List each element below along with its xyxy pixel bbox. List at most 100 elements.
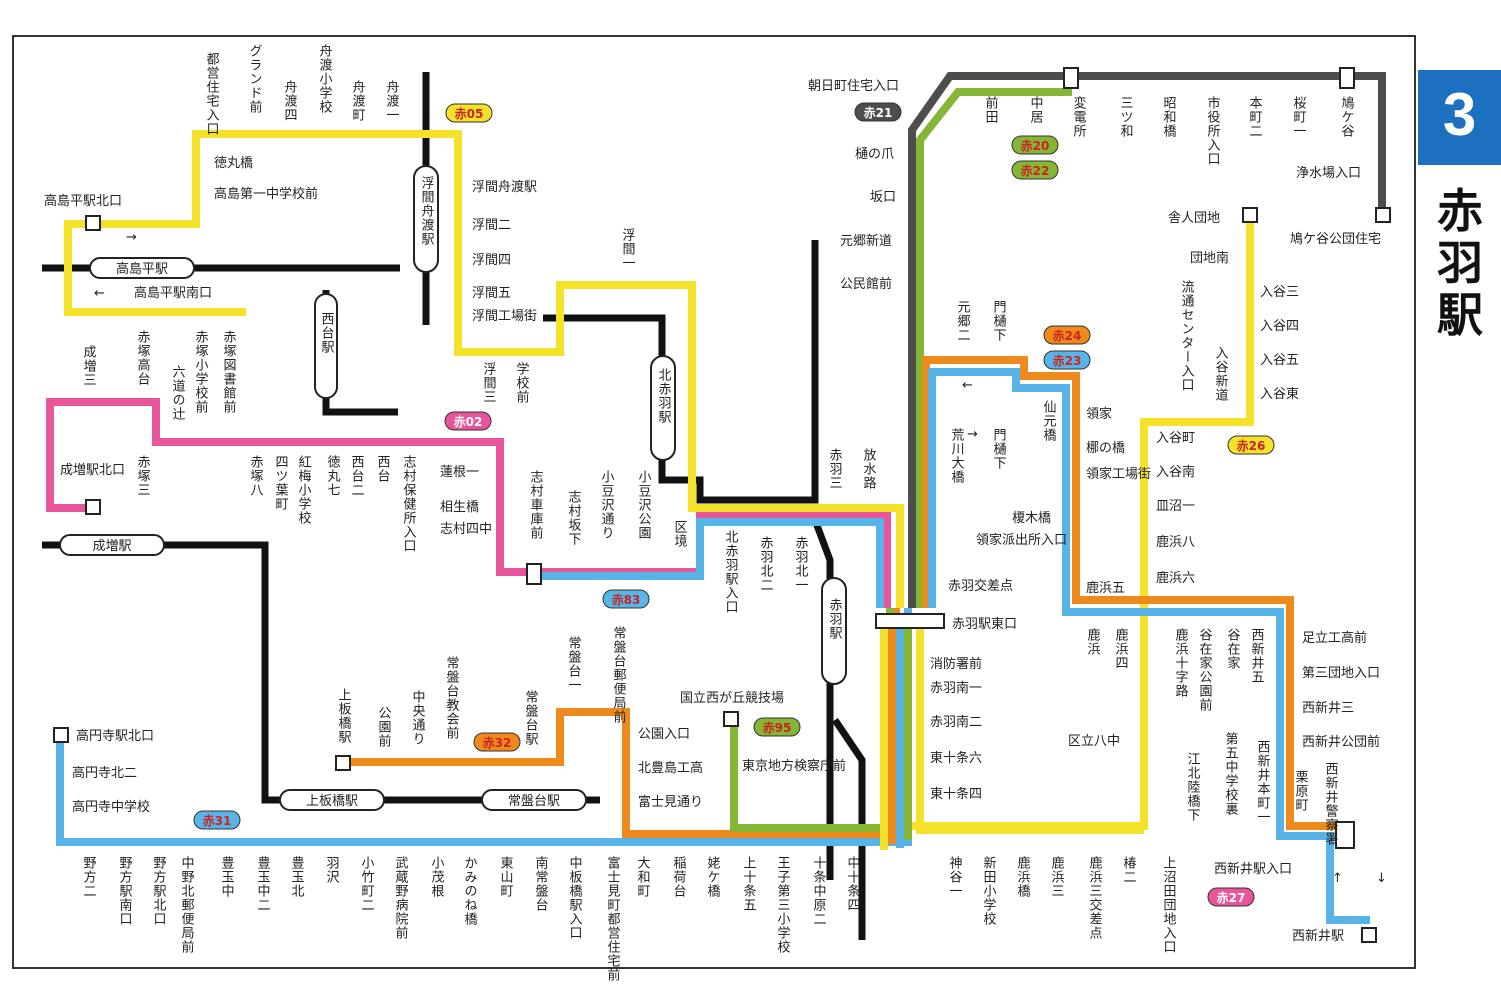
stop-ryutsu: 流通センター入口 <box>1179 280 1195 392</box>
akabane-east-bar <box>875 613 945 629</box>
stop-shoboshomae: 消防署前 <box>930 656 982 672</box>
badge-aka32: 赤32 <box>473 732 521 752</box>
stop-ojidaisan: 王子第三小学校 <box>775 856 791 954</box>
stop-azusawakoen: 小豆沢公園 <box>636 470 652 540</box>
stop-kotakecho2: 小竹町二 <box>359 856 375 912</box>
stop-monhikeshita2: 門樋下 <box>991 428 1007 470</box>
stop-kuriharacho: 栗原町 <box>1293 770 1309 812</box>
svg-text:赤31: 赤31 <box>203 813 232 828</box>
badge-aka20: 赤20 <box>1011 135 1059 155</box>
badge-aka27: 赤27 <box>1207 887 1255 907</box>
arrow-left-1: ← <box>94 286 105 301</box>
stop-asahicho: 朝日町住宅入口 <box>808 79 899 94</box>
stop-hinotsume: 樋の爪 <box>855 146 894 162</box>
stop-aioibashi: 相生橋 <box>440 500 479 515</box>
svg-text:赤22: 赤22 <box>1021 163 1050 178</box>
stop-toyotamakita: 豊玉北 <box>289 856 305 898</box>
stop-labels: 都営住宅入口 グランド前 舟渡四 舟渡小学校 舟渡町 舟渡一 徳丸橋 高島第一中… <box>44 44 1387 982</box>
badge-aka31: 赤31 <box>193 810 241 830</box>
stop-ukimakojo: 浮間工場街 <box>472 309 537 324</box>
stop-tsubaki2: 椿二 <box>1121 856 1137 884</box>
stop-koenjikita2: 高円寺北二 <box>72 765 137 781</box>
stop-hasune1: 蓮根一 <box>440 465 479 480</box>
arrow-right-2: → <box>967 427 978 442</box>
stop-tokiwadai1: 常盤台一 <box>566 636 582 692</box>
stop-takashimaminamiguchi: 高島平駅南口 <box>134 285 212 301</box>
stop-fujimicho: 富士見町都営住宅前 <box>605 855 621 982</box>
stop-miyajutaku: 都営住宅入口 <box>204 52 220 136</box>
stop-shikahamabashi: 鹿浜橋 <box>1015 855 1031 898</box>
arrow-right-1: → <box>126 230 137 245</box>
svg-text:西台駅: 西台駅 <box>319 312 335 354</box>
station-kamiitabashi[interactable]: 上板橋駅 <box>279 789 385 811</box>
stop-adachikoko: 足立工高前 <box>1302 630 1367 646</box>
svg-text:赤26: 赤26 <box>1237 438 1266 453</box>
stop-shikahamajuji: 鹿浜十字路 <box>1173 627 1189 698</box>
stop-nishiarai5: 西新井五 <box>1249 628 1265 684</box>
stop-minamitokiwadai: 南常盤台 <box>533 855 549 912</box>
stop-tokumaru7: 徳丸七 <box>325 455 341 497</box>
stop-tokumarubashi: 徳丸橋 <box>214 156 253 171</box>
stop-yazaike: 谷在家公園前 <box>1197 628 1213 712</box>
map-title: 赤羽駅 <box>1437 184 1483 342</box>
stop-shikahama: 鹿浜 <box>1085 627 1101 656</box>
map-frame <box>12 35 1416 969</box>
svg-text:赤02: 赤02 <box>454 414 483 429</box>
station-nishidai[interactable]: 西台駅 <box>314 293 338 399</box>
stop-chuodori: 中央通り <box>410 690 426 746</box>
stop-koenjichu: 高円寺中学校 <box>72 799 150 815</box>
stop-sakuramachi1: 桜町一 <box>1291 96 1307 138</box>
stop-josuijo: 浄水場入口 <box>1296 166 1361 181</box>
stop-kamijujo5: 上十条五 <box>741 856 757 912</box>
station-kitaakabane[interactable]: 北赤羽駅 <box>650 355 676 461</box>
stop-kobai: 紅梅小学校 <box>296 455 312 525</box>
stop-rokudo: 六道の辻 <box>170 365 186 421</box>
stop-koenmae: 公園前 <box>376 706 392 748</box>
station-narimasu[interactable]: 成増駅 <box>59 534 165 556</box>
stop-motogo2: 元郷二 <box>955 300 971 342</box>
stop-akatsuka3: 赤塚三 <box>135 455 151 497</box>
stop-shimura4: 志村四中 <box>440 522 492 537</box>
stop-monhikeshita: 門樋下 <box>991 300 1007 342</box>
stop-shimurasaka: 志村坂下 <box>566 490 582 546</box>
stop-koenjikitaguchi: 高円寺駅北口 <box>76 728 154 744</box>
station-ukimafunado[interactable]: 浮間舟渡駅 <box>413 165 439 273</box>
stop-nokataminami: 野方駅南口 <box>117 856 133 926</box>
stop-higashijujo6: 東十条六 <box>930 750 982 766</box>
stop-nokatakita: 野方駅北口 <box>151 856 167 926</box>
station-akabane[interactable]: 赤羽駅 <box>821 577 847 685</box>
stop-nishiaraihoncho1: 西新井本町一 <box>1255 740 1271 824</box>
stop-shintashogakko: 新田小学校 <box>981 855 997 926</box>
stop-kamiitabashistop: 上板橋駅 <box>336 688 352 744</box>
stop-akabane3: 赤羽三 <box>827 448 843 490</box>
station-takashimadaira[interactable]: 高島平駅 <box>89 257 195 279</box>
stop-ryokehashutsu: 領家派出所入口 <box>976 532 1067 548</box>
stop-hendensho: 変電所 <box>1071 95 1087 138</box>
stop-nakajujo4: 中十条四 <box>845 856 861 912</box>
stop-ukimafunadoeki: 浮間舟渡駅 <box>472 179 537 195</box>
stop-mitsuwa: 三ツ和 <box>1118 96 1134 138</box>
svg-text:成増駅: 成増駅 <box>92 539 131 554</box>
stop-iriyaminami: 入谷南 <box>1156 464 1195 480</box>
stop-akatsukatakadai: 赤塚高台 <box>135 330 151 386</box>
stop-yazaike2: 谷在家 <box>1225 628 1241 670</box>
stop-hatogayakoen: 鳩ケ谷公団住宅 <box>1290 232 1381 247</box>
stop-higashiyama: 東山町 <box>498 855 514 898</box>
stop-iriya5: 入谷五 <box>1260 353 1299 368</box>
station-tokiwadai[interactable]: 常盤台駅 <box>481 789 587 811</box>
station-labels: 高島平駅 西台駅 浮間舟渡駅 北赤羽駅 赤羽駅 成増駅 上板橋駅 常盤台駅 <box>59 165 945 811</box>
stop-funadoshogakko: 舟渡小学校 <box>317 44 333 114</box>
stop-narimasukitaguchi: 成増駅北口 <box>60 463 125 478</box>
stop-shikahama5: 鹿浜五 <box>1086 580 1125 596</box>
stop-tokiwadaieki: 常盤台駅 <box>523 690 539 746</box>
stop-ukima4: 浮間四 <box>472 253 511 268</box>
stop-kitaakabaneiriguchi: 北赤羽駅入口 <box>723 530 739 614</box>
stop-kamiya1: 神谷一 <box>947 856 963 898</box>
stop-toneridanchi: 舎人団地 <box>1168 211 1220 226</box>
svg-text:常盤台駅: 常盤台駅 <box>508 794 560 809</box>
stop-arakawaohashi: 荒川大橋 <box>949 428 965 484</box>
stop-shimurashako: 志村車庫前 <box>528 470 544 540</box>
stop-himegaike: 姥ケ橋 <box>705 856 721 898</box>
arrow-up: ↑ <box>1332 871 1343 886</box>
